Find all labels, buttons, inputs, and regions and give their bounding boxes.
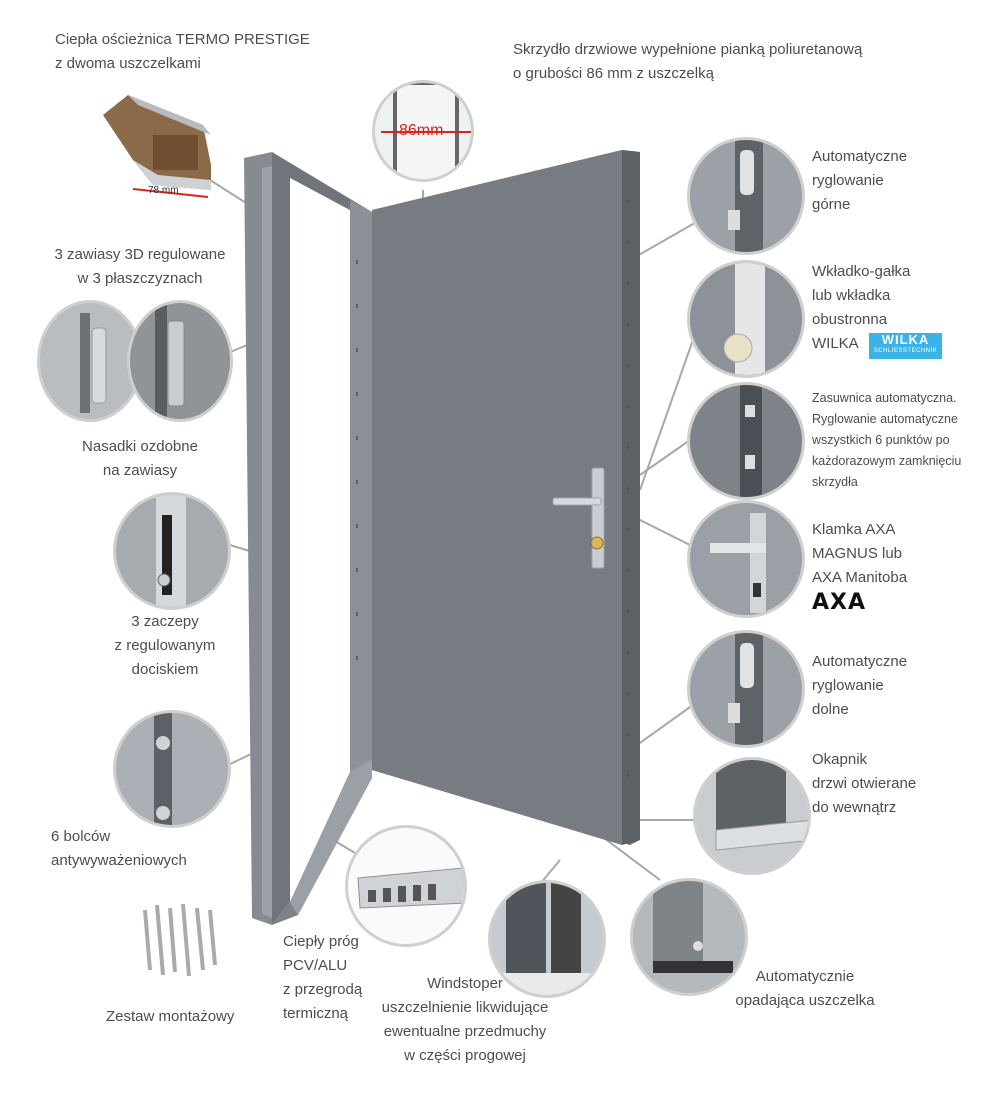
frame-profile-detail: 78 mm	[93, 85, 221, 205]
door-handle	[552, 467, 605, 569]
hinge-detail-right	[127, 300, 233, 422]
leaf-thickness-label: 86mm	[399, 122, 444, 139]
frame-depth-label: 78 mm	[148, 185, 179, 196]
leaf-label: Skrzydło drzwiowe wypełnione pianką poli…	[513, 41, 863, 82]
leaf-thickness-detail: 86mm	[372, 80, 474, 182]
door-leaf	[372, 150, 640, 845]
threshold-detail	[345, 825, 467, 947]
mounting-kit-image	[125, 890, 235, 990]
kit-label: Zestaw montażowy	[106, 1008, 235, 1025]
bottom-lock-detail	[687, 630, 805, 748]
drip-cap-detail	[693, 757, 811, 875]
top-lock-detail	[687, 137, 805, 255]
handle-detail	[687, 500, 805, 618]
strike-detail	[113, 492, 231, 610]
drop-seal-detail	[630, 878, 748, 996]
cylinder-knob-detail	[687, 260, 805, 378]
auto-bolt-detail	[687, 382, 805, 500]
bolt-detail	[113, 710, 231, 828]
axa-logo: AXA	[812, 590, 867, 615]
threshold-bar	[290, 760, 372, 915]
auto-bolt-label: Zasuwnica automatyczna.Ryglowanie automa…	[812, 391, 962, 489]
windstopper-detail	[488, 880, 606, 998]
wilka-logo: WILKA SCHLIESSTECHNIK	[869, 333, 942, 359]
